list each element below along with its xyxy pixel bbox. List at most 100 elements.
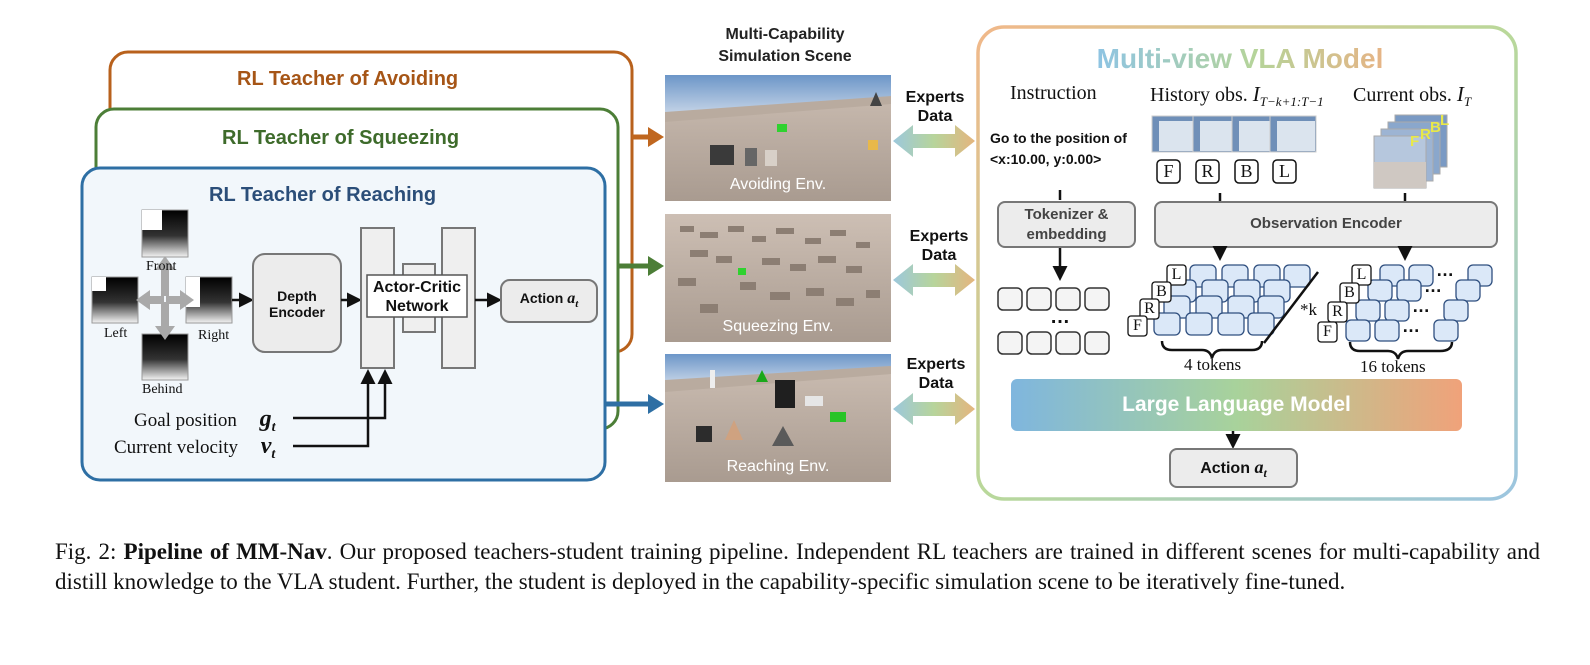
llm-box xyxy=(1011,379,1462,431)
vla-title-text: Multi-view VLA Model xyxy=(1097,43,1384,74)
current-tokens-ellipsis-3: … xyxy=(1412,296,1430,316)
observation-encoder-box xyxy=(1154,201,1498,248)
teacher-action-text: Action xyxy=(519,290,564,306)
avoiding-env-image xyxy=(665,75,891,201)
direction-cross-icon xyxy=(136,256,194,340)
avoiding-env-label: Avoiding Env. xyxy=(729,176,827,193)
experts-line1-r: Experts xyxy=(906,356,966,373)
history-letter-l: L xyxy=(1279,161,1290,181)
current-tokens-count: 16 tokens xyxy=(1360,357,1426,376)
pipeline-diagram xyxy=(80,25,1518,501)
history-token-label-f: F xyxy=(1133,317,1142,334)
scene-title-line2: Simulation Scene xyxy=(718,48,852,65)
figure-caption: Fig. 2: Pipeline of MM-Nav. Our proposed… xyxy=(55,537,1540,597)
goal-input-arrow xyxy=(293,369,393,420)
depth-left-image xyxy=(91,276,139,324)
history-token-label-r: R xyxy=(1144,300,1155,317)
current-tokens-ellipsis-1: … xyxy=(1436,260,1454,280)
reaching-teacher-title: RL Teacher of Reaching xyxy=(209,184,437,206)
instruction-line2: <x:10.00, y:0.00> xyxy=(990,151,1102,167)
teacher-action-symbol: a xyxy=(567,290,576,307)
caption-body: . Our proposed teachers-student training… xyxy=(55,539,1541,594)
history-symbol: I xyxy=(1252,82,1260,106)
current-velocity-text: Current velocity xyxy=(114,437,238,458)
experts-line1-s: Experts xyxy=(909,228,969,245)
velocity-symbol: v xyxy=(260,433,272,459)
llm-label: Large Language Model xyxy=(1122,393,1351,416)
reaching-arrowhead xyxy=(648,394,664,414)
history-tokens-brace xyxy=(1160,340,1264,359)
current-tokens-ellipsis-4: … xyxy=(1402,316,1420,336)
experts-data-label-reaching: Experts Data xyxy=(896,355,976,393)
avoiding-teacher-title: RL Teacher of Avoiding xyxy=(237,68,459,90)
current-obs-images xyxy=(1373,114,1448,189)
instruction-heading: Instruction xyxy=(1010,82,1097,104)
avoiding-arrowhead xyxy=(648,127,664,147)
view-front-label: Front xyxy=(146,259,177,274)
current-token-label-r: R xyxy=(1332,303,1343,320)
history-sub: T−k+1:T−1 xyxy=(1259,94,1324,109)
current-obs-letter-l: L xyxy=(1440,112,1450,129)
history-token-label-b: B xyxy=(1156,283,1167,300)
caption-prefix: Fig. 2: xyxy=(55,539,117,564)
current-obs-letter-r: R xyxy=(1420,126,1431,143)
depth-encoder-label: Depth Encoder xyxy=(268,288,325,320)
actor-critic-network xyxy=(360,227,476,369)
experts-arrow-reaching xyxy=(893,393,975,425)
experts-line2-s: Data xyxy=(921,247,957,264)
history-letter-b: B xyxy=(1240,161,1253,181)
experts-line2-a: Data xyxy=(917,108,953,125)
tokenizer-line1: Tokenizer & xyxy=(1024,206,1109,223)
reaching-env-label: Reaching Env. xyxy=(726,458,830,475)
current-token-label-b: B xyxy=(1344,284,1355,301)
tokenizer-line2: embedding xyxy=(1026,226,1107,243)
text-tokens-ellipsis: … xyxy=(1050,306,1070,328)
observation-encoder-label: Observation Encoder xyxy=(1250,215,1402,232)
tokenizer-label: Tokenizer & embedding xyxy=(998,205,1135,245)
current-heading-text: Current obs. xyxy=(1353,84,1452,106)
actor-critic-label: Actor-Critic Network xyxy=(372,279,461,315)
history-k-label: *k xyxy=(1300,300,1317,319)
teacher-action-label: Action at xyxy=(501,290,597,310)
current-tokens-brace xyxy=(1348,341,1454,360)
history-view-letter-boxes xyxy=(1156,159,1297,184)
depth-front-image xyxy=(141,209,189,258)
current-obs-letter-b: B xyxy=(1430,119,1441,136)
history-token-view-labels xyxy=(1127,264,1187,337)
vla-action-label: Action at xyxy=(1170,457,1297,481)
squeezing-env-image xyxy=(665,214,891,342)
current-heading: Current obs. IT xyxy=(1353,82,1471,110)
history-tokens-count: 4 tokens xyxy=(1184,355,1242,374)
current-tokens-ellipsis-2: … xyxy=(1424,276,1442,296)
experts-line2-r: Data xyxy=(918,375,954,392)
history-obs-images xyxy=(1151,115,1317,153)
teacher-action-box xyxy=(500,279,598,323)
experts-data-label-squeezing: Experts Data xyxy=(899,227,979,265)
experts-data-label-avoiding: Experts Data xyxy=(895,88,975,126)
current-token-view-labels xyxy=(1317,264,1372,343)
teacher-action-sub: t xyxy=(575,297,579,310)
current-obs-letter-f: F xyxy=(1410,133,1420,150)
caption-title: Pipeline of MM-Nav xyxy=(123,539,327,564)
instruction-text: Go to the position of <x:10.00, y:0.00> xyxy=(990,128,1127,170)
depth-behind-image xyxy=(141,333,189,381)
current-sub: T xyxy=(1463,94,1472,109)
history-heading: History obs. IT−k+1:T−1 xyxy=(1150,82,1324,110)
history-letter-r: R xyxy=(1201,161,1214,181)
instruction-line1: Go to the position of xyxy=(990,130,1127,146)
velocity-sub: t xyxy=(271,446,276,462)
current-symbol: I xyxy=(1456,82,1464,106)
reaching-env-image xyxy=(665,354,891,482)
vla-action-text: Action xyxy=(1200,460,1250,477)
tokenizer-box xyxy=(997,201,1136,248)
experts-arrow-avoiding xyxy=(893,125,975,157)
velocity-input-arrow xyxy=(293,369,376,448)
view-left-label: Left xyxy=(104,326,128,341)
view-behind-label: Behind xyxy=(142,382,183,397)
squeezing-arrowhead xyxy=(648,256,664,276)
history-visual-tokens xyxy=(1153,264,1311,336)
goal-symbol: g xyxy=(259,406,272,432)
scene-title: Multi-Capability Simulation Scene xyxy=(700,24,870,68)
current-token-label-l: L xyxy=(1356,266,1367,283)
experts-line1-a: Experts xyxy=(905,89,965,106)
